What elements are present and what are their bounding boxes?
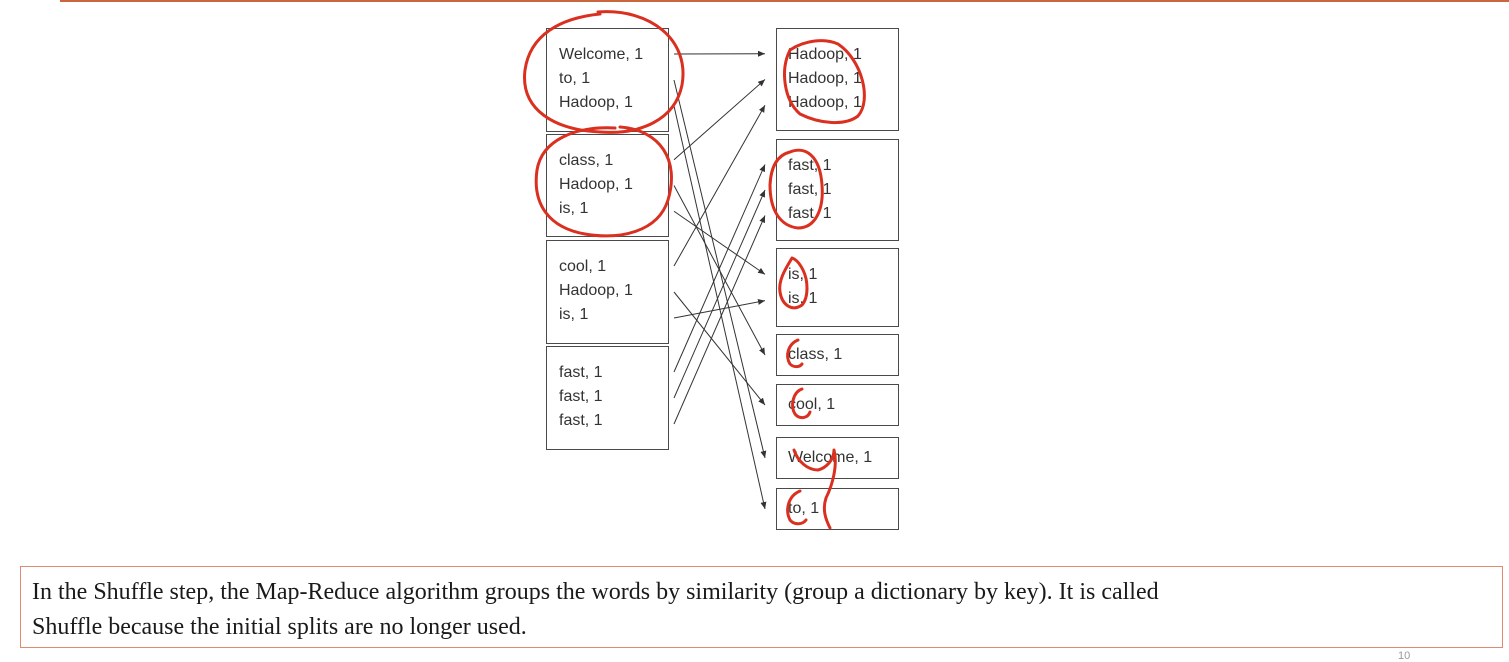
diagram-overlay bbox=[0, 0, 1509, 560]
annotation-circle-fast-group bbox=[770, 150, 822, 228]
arrow-m4-to-fast bbox=[674, 216, 765, 425]
page-number: 10 bbox=[1398, 650, 1410, 662]
caption-box: In the Shuffle step, the Map-Reduce algo… bbox=[20, 566, 1503, 648]
arrow-m3-to-hadoop bbox=[674, 105, 765, 266]
arrow-m1-to-to bbox=[674, 106, 765, 509]
caption-line-2: Shuffle because the initial splits are n… bbox=[32, 610, 1491, 645]
shuffle-arrows bbox=[674, 54, 765, 509]
annotation-circle-is-group bbox=[780, 258, 807, 308]
annotation-mark-cool bbox=[793, 389, 810, 418]
annotation-mark-class bbox=[788, 340, 802, 367]
caption-line-1: In the Shuffle step, the Map-Reduce algo… bbox=[32, 575, 1491, 610]
annotation-circle-hadoop-group bbox=[785, 41, 865, 123]
annotation-mark-welcome bbox=[794, 450, 835, 528]
annotation-circle-map-box-2 bbox=[536, 127, 671, 236]
arrow-m2-to-class bbox=[674, 186, 765, 356]
annotation-mark-to bbox=[788, 491, 806, 524]
annotation-circle-map-box-1 bbox=[525, 12, 683, 133]
arrow-m4-to-fast bbox=[674, 165, 765, 373]
hand-annotations bbox=[128, 12, 864, 560]
arrow-m2-to-hadoop bbox=[674, 80, 765, 160]
